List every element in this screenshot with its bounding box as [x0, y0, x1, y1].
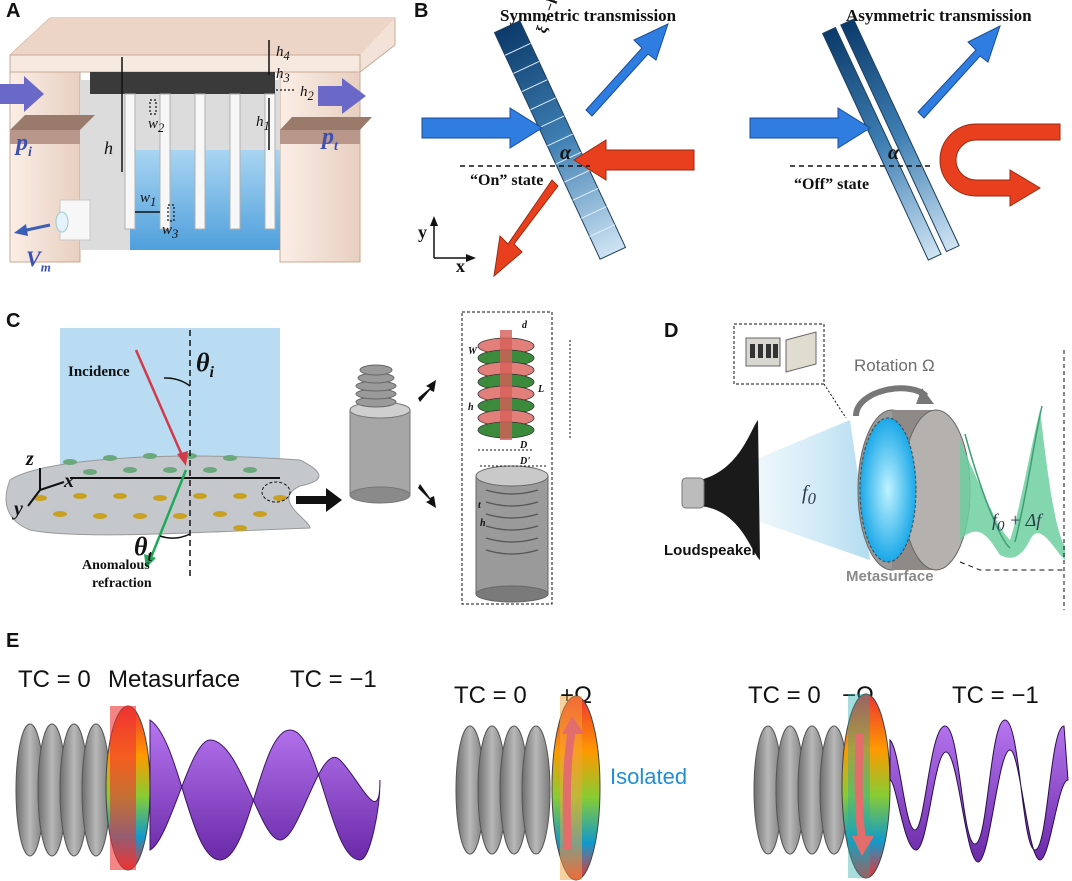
- off-state-label: “Off” state: [794, 176, 870, 193]
- panel-label: E: [6, 630, 20, 652]
- axis-z: z: [26, 448, 34, 470]
- panel-e: E TC = 0 Metasurface TC = −1 TC = 0 +Ω I…: [0, 630, 1072, 881]
- panel-c: C: [0, 310, 571, 610]
- w1-symbol: w1: [140, 190, 157, 209]
- pt-symbol: pt: [322, 124, 338, 154]
- shifted-frequency-label: f0 + Δf: [992, 510, 1042, 535]
- dim-t: t: [478, 500, 481, 511]
- alpha-left: α: [560, 142, 572, 164]
- dim-W: W: [468, 346, 477, 357]
- h4-symbol: h4: [276, 44, 290, 63]
- panel-label: C: [6, 310, 21, 332]
- incident-arrow: [421, 107, 543, 149]
- transmission-diagram: [421, 18, 1061, 278]
- left-tc-out: TC = −1: [290, 666, 377, 693]
- panel-label: D: [664, 320, 679, 342]
- alpha-right: α: [888, 142, 900, 164]
- dim-h2: h: [480, 518, 486, 529]
- panel-d: D Rotation: [660, 310, 1072, 610]
- axis-x: x: [64, 470, 74, 492]
- reverse-incident-arrow: [573, 139, 695, 181]
- metasurface-label: Metasurface: [846, 568, 934, 585]
- right-tc-in: TC = 0: [748, 682, 821, 709]
- h3-symbol: h3: [276, 66, 290, 85]
- left-title: Metasurface: [108, 666, 241, 693]
- theta-i: θi: [196, 348, 214, 382]
- reflected-arrow: [939, 123, 1061, 207]
- incidence-label: Incidence: [68, 364, 130, 380]
- left-tc-in: TC = 0: [18, 666, 91, 693]
- f0-label: f0: [802, 482, 816, 508]
- h-symbol: h: [104, 138, 113, 158]
- w2-symbol: w2: [148, 116, 165, 135]
- vortex-diagrams: [15, 693, 1069, 881]
- pi-symbol: pi: [16, 130, 32, 160]
- vm-symbol: Vm: [26, 246, 51, 275]
- pt-arrow: [318, 78, 366, 114]
- panel-b: B Symmetric transmission Asymmetric tran…: [410, 0, 1072, 290]
- right-tc-out: TC = −1: [952, 682, 1039, 709]
- h2-symbol: h2: [300, 84, 314, 103]
- rotating-metasurface-diagram: [681, 323, 1065, 610]
- panel-label: A: [6, 0, 21, 22]
- reverse-transmitted-arrow: [493, 179, 559, 278]
- transmitted-arrow: [585, 23, 669, 117]
- w3-symbol: w3: [162, 222, 179, 241]
- refraction-label: refraction: [92, 576, 152, 591]
- axis-x-label: x: [456, 256, 465, 276]
- dim-D: D: [520, 440, 528, 451]
- chamber-illustration: [0, 17, 396, 263]
- right-title: Asymmetric transmission: [846, 6, 1032, 25]
- dim-L: L: [538, 384, 545, 395]
- axis-y-label: y: [418, 222, 427, 242]
- loudspeaker-label: Loudspeaker: [664, 542, 758, 559]
- theta-t: θt: [134, 532, 152, 566]
- axis-y: y: [14, 498, 23, 520]
- isolated-label: Isolated: [610, 764, 688, 789]
- rotation-label: Rotation Ω: [854, 356, 935, 375]
- pi-arrow: [0, 76, 44, 112]
- dim-h: h: [468, 402, 474, 413]
- anomalous-label: Anomalous: [82, 558, 150, 573]
- panel-label: B: [414, 0, 429, 22]
- left-title: Symmetric transmission: [500, 6, 677, 25]
- anomalous-refraction-diagram: [5, 311, 571, 605]
- h1-symbol: h1: [256, 114, 270, 133]
- on-state-label: “On” state: [470, 172, 544, 189]
- dim-d: d: [522, 320, 527, 331]
- middle-tc-in: TC = 0: [454, 682, 527, 709]
- panel-a: A: [0, 0, 400, 290]
- incident-ray: [134, 349, 186, 461]
- dim-Dprime: D': [520, 456, 530, 467]
- refracted-ray: [148, 469, 188, 561]
